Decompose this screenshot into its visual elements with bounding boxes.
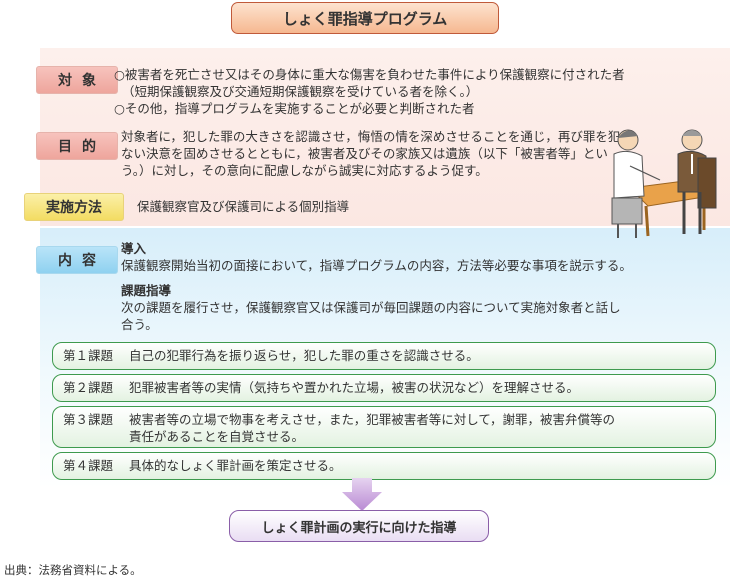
source-note: 出典：法務省資料による。 [4, 563, 142, 577]
task-guidance-heading: 課題指導 [121, 283, 172, 298]
task-description-line: 責任があることを自覚させる。 [129, 429, 305, 444]
task-description: 被害者等の立場で物事を考えさせ，また，犯罪被害者等に対して，謝罪，被害弁償等の … [129, 411, 705, 444]
target-text: ○被害者を死亡させ又はその身体に重大な傷害を負わせた事件により保護観察に付された… [114, 66, 724, 117]
purpose-line: 対象者に，犯した罪の大きさを認識させ，悔悟の情を深めさせることを通じ，再び罪を犯… [121, 129, 633, 144]
down-arrow-icon [342, 478, 382, 511]
intro-text: 保護観察開始当初の面接において，指導プログラムの内容，方法等必要な事項を説示する… [121, 258, 632, 273]
task-description-line: 被害者等の立場で物事を考えさせ，また，犯罪被害者等に対して，謝罪，被害弁償等の [129, 412, 616, 427]
purpose-line: う。）に対し，その意向に配慮しながら誠実に対応するよう促す。 [121, 163, 488, 178]
content-text: 導入 保護観察開始当初の面接において，指導プログラムの内容，方法等必要な事項を説… [121, 240, 721, 333]
target-line: ○被害者を死亡させ又はその身体に重大な傷害を負わせた事件により保護観察に付された… [114, 67, 625, 82]
task-name: 第１課題 [63, 348, 114, 363]
task-name: 第３課題 [63, 412, 114, 427]
task-description: 具体的なしょく罪計画を策定させる。 [129, 458, 342, 473]
task-box-2: 第２課題 犯罪被害者等の実情（気持ちや置かれた立場，被害の状況など）を理解させる… [52, 374, 716, 402]
method-label: 実施方法 [24, 193, 124, 221]
task-description: 犯罪被害者等の実情（気持ちや置かれた立場，被害の状況など）を理解させる。 [129, 380, 580, 395]
purpose-label: 目的 [36, 132, 118, 160]
diagram-title: しょく罪指導プログラム [231, 2, 499, 34]
final-guidance-box: しょく罪計画の実行に向けた指導 [229, 510, 489, 542]
method-text: 保護観察官及び保護司による個別指導 [137, 199, 350, 214]
target-line: （短期保護観察及び交通短期保護観察を受けている者を除く。） [122, 84, 479, 99]
content-label: 内容 [36, 246, 118, 274]
purpose-line: ない決意を固めさせるとともに，被害者及びその家族又は遺族（以下「被害者等」とい [121, 146, 608, 161]
target-line: ○その他，指導プログラムを実施することが必要と判断された者 [114, 101, 475, 116]
purpose-text: 対象者に，犯した罪の大きさを認識させ，悔悟の情を深めさせることを通じ，再び罪を犯… [121, 128, 726, 179]
target-label: 対象 [36, 66, 118, 94]
task-box-4: 第４課題 具体的なしょく罪計画を策定させる。 [52, 452, 716, 480]
task-guidance-line: 合う。 [121, 317, 158, 332]
task-name: 第２課題 [63, 380, 114, 395]
intro-heading: 導入 [121, 241, 147, 256]
task-box-3: 第３課題 被害者等の立場で物事を考えさせ，また，犯罪被害者等に対して，謝罪，被害… [52, 406, 716, 448]
task-guidance-line: 次の課題を履行させ，保護観察官又は保護司が毎回課題の内容について実施対象者と話し [121, 300, 621, 315]
task-description: 自己の犯罪行為を振り返らせ，犯した罪の重さを認識させる。 [129, 348, 479, 363]
counseling-illustration [611, 129, 717, 238]
task-name: 第４課題 [63, 458, 114, 473]
task-box-1: 第１課題 自己の犯罪行為を振り返らせ，犯した罪の重さを認識させる。 [52, 342, 716, 370]
